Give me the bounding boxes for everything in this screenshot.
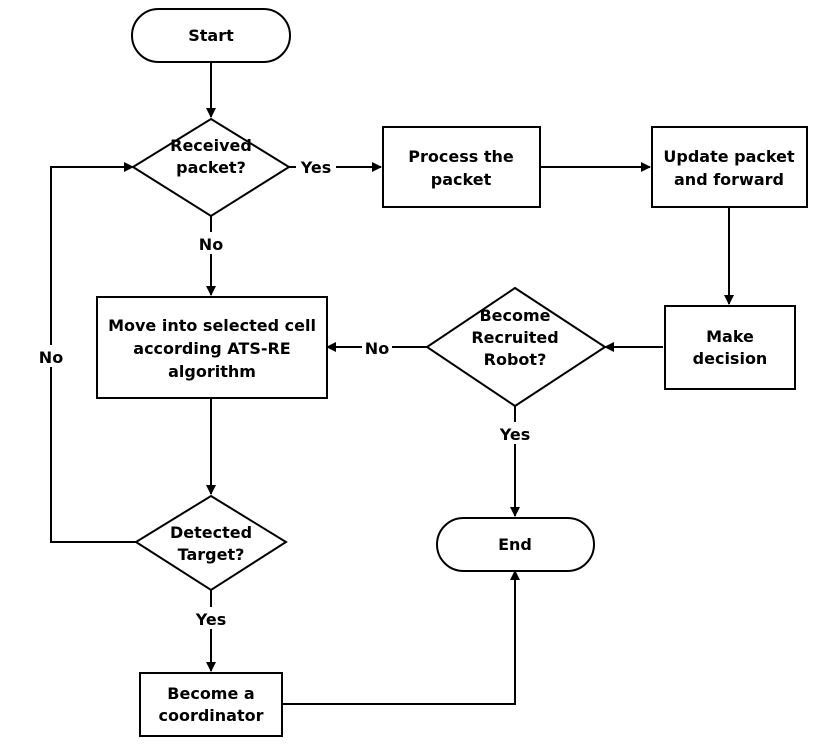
loop-no-label-bg	[36, 345, 66, 367]
process-label-line1: Process the	[408, 147, 514, 166]
move-label-line1: Move into selected cell	[108, 316, 316, 335]
recruited-yes-label: Yes	[499, 425, 531, 444]
loop-no-label: No	[39, 348, 63, 367]
received-yes-label: Yes	[300, 158, 332, 177]
received-packet-decision	[131, 117, 291, 218]
recruited-label-line2: Recruited	[471, 328, 558, 347]
end-terminal	[436, 517, 595, 572]
start-label: Start	[188, 26, 234, 45]
update-label-line2: and forward	[674, 170, 784, 189]
recruited-no-label-bg	[362, 337, 392, 359]
make-decision-box	[664, 305, 796, 390]
detected-yes-label: Yes	[195, 610, 227, 629]
coordinator-label-line1: Become a	[167, 684, 254, 703]
process-label-line2: packet	[431, 170, 492, 189]
recruited-no-label: No	[365, 339, 389, 358]
edge-labels: Yes No No No Yes Yes	[36, 155, 535, 629]
move-label-line2: according ATS-RE	[133, 339, 290, 358]
move-label-line3: algorithm	[168, 362, 256, 381]
recruited-label-line3: Robot?	[484, 350, 547, 369]
start-terminal	[131, 8, 291, 63]
make-decision-label-line1: Make	[706, 327, 754, 346]
node-labels: Start Received packet? Process the packe…	[108, 26, 795, 725]
recruited-yes-label-bg	[495, 422, 535, 444]
detected-label-line1: Detected	[170, 523, 252, 542]
received-yes-label-bg	[296, 155, 336, 177]
make-decision-label-line2: decision	[693, 349, 768, 368]
detected-target-decision	[134, 494, 288, 592]
process-packet-box	[382, 126, 541, 208]
recruited-label-line1: Become	[479, 306, 550, 325]
detected-yes-label-bg	[191, 607, 231, 629]
update-packet-box	[651, 126, 808, 208]
become-coordinator-box	[139, 672, 283, 737]
received-label-line2: packet?	[176, 158, 246, 177]
move-selected-cell-box	[96, 296, 328, 399]
become-recruited-decision	[425, 286, 607, 408]
edge-coordinator-to-end	[282, 570, 520, 705]
end-label: End	[498, 535, 532, 554]
detected-label-line2: Target?	[178, 545, 245, 564]
coordinator-label-line2: coordinator	[158, 706, 263, 725]
received-no-label: No	[199, 235, 223, 254]
update-label-line1: Update packet	[663, 147, 795, 166]
shapes	[96, 8, 808, 737]
received-label-line1: Received	[170, 136, 252, 155]
received-no-label-bg	[196, 232, 226, 254]
